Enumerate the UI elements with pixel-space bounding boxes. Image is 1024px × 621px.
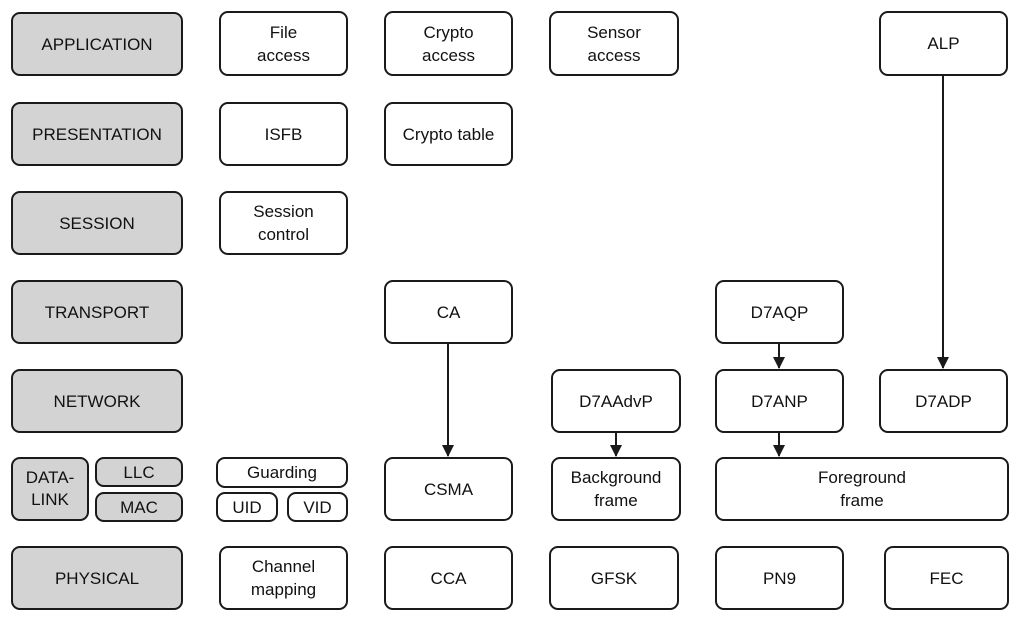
layer-llc: LLC	[95, 457, 183, 487]
layer-application: APPLICATION	[11, 12, 183, 76]
fec-block: FEC	[884, 546, 1009, 610]
csma-block: CSMA	[384, 457, 513, 521]
d7aqp-block: D7AQP	[715, 280, 844, 344]
background-frame-block: Background frame	[551, 457, 681, 521]
isfb-block: ISFB	[219, 102, 348, 166]
alp-block: ALP	[879, 11, 1008, 76]
channel-mapping-block: Channel mapping	[219, 546, 348, 610]
layer-datalink: DATA- LINK	[11, 457, 89, 521]
crypto-table-block: Crypto table	[384, 102, 513, 166]
layer-physical: PHYSICAL	[11, 546, 183, 610]
layer-network: NETWORK	[11, 369, 183, 433]
d7aadvp-block: D7AAdvP	[551, 369, 681, 433]
session-control-block: Session control	[219, 191, 348, 255]
layer-session: SESSION	[11, 191, 183, 255]
arrowhead-d7aadvp-to-background	[610, 445, 622, 457]
guarding-block: Guarding	[216, 457, 348, 488]
crypto-access-block: Crypto access	[384, 11, 513, 76]
layer-transport: TRANSPORT	[11, 280, 183, 344]
foreground-frame-block: Foreground frame	[715, 457, 1009, 521]
arrowhead-d7anp-to-foreground	[773, 445, 785, 457]
ca-block: CA	[384, 280, 513, 344]
d7anp-block: D7ANP	[715, 369, 844, 433]
file-access-block: File access	[219, 11, 348, 76]
cca-block: CCA	[384, 546, 513, 610]
layer-mac: MAC	[95, 492, 183, 522]
layer-presentation: PRESENTATION	[11, 102, 183, 166]
d7adp-block: D7ADP	[879, 369, 1008, 433]
pn9-block: PN9	[715, 546, 844, 610]
gfsk-block: GFSK	[549, 546, 679, 610]
sensor-access-block: Sensor access	[549, 11, 679, 76]
vid-block: VID	[287, 492, 348, 522]
arrowhead-ca-to-csma	[442, 445, 454, 457]
arrowhead-alp-to-d7adp	[937, 357, 949, 369]
uid-block: UID	[216, 492, 278, 522]
arrowhead-d7aqp-to-d7anp	[773, 357, 785, 369]
